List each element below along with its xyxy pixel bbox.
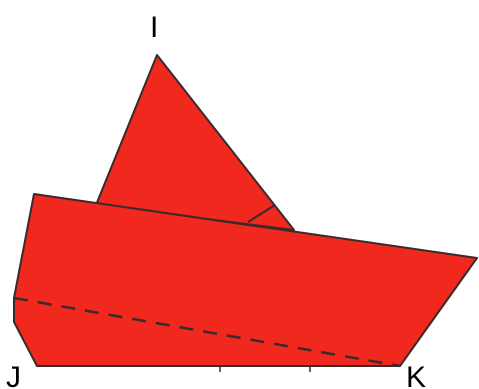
dashed-fold-line bbox=[13, 296, 401, 368]
vertex-label-k: K bbox=[406, 361, 426, 389]
vertex-label-j: J bbox=[6, 361, 21, 389]
crease-line bbox=[247, 204, 276, 223]
vertex-label-i: I bbox=[150, 11, 158, 44]
triangle-flap bbox=[95, 54, 295, 231]
